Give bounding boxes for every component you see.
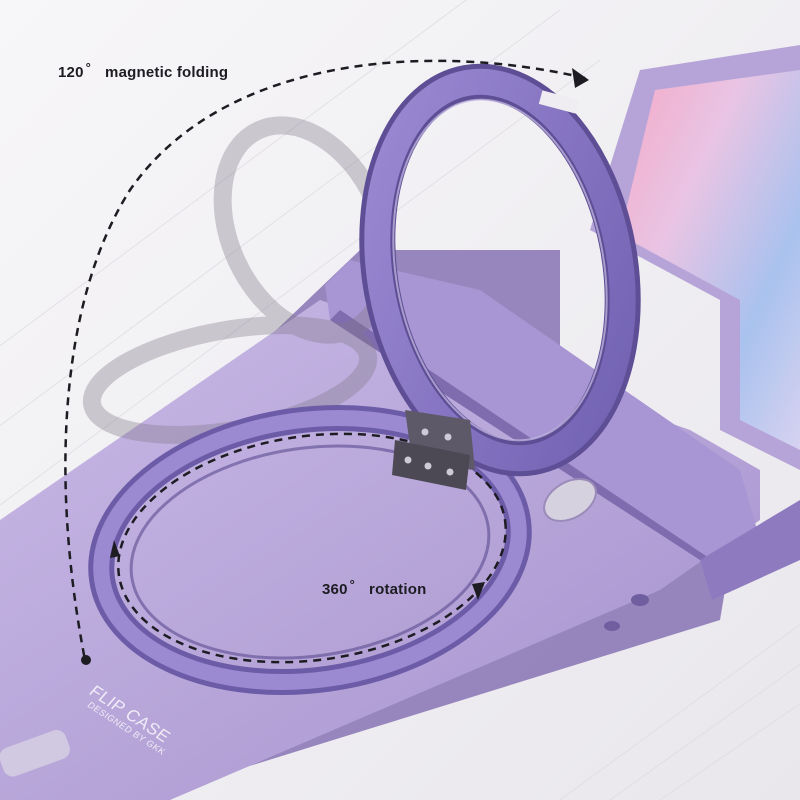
side-button: [604, 621, 620, 631]
ring-hinge: [392, 410, 475, 490]
arrow-head: [472, 582, 485, 600]
camera-cutout: [543, 478, 597, 522]
rotation-text: rotation: [369, 581, 427, 598]
arrow-head: [110, 540, 120, 558]
rotation-angle: 360: [322, 581, 348, 598]
charging-port: [0, 730, 70, 777]
folding-degree: °: [85, 60, 92, 75]
screen-panel: [620, 70, 800, 450]
rotation-arrow: [110, 432, 507, 664]
ring-gap: [538, 90, 580, 114]
folding-arrow: [64, 59, 589, 665]
standing-ring: [359, 63, 641, 477]
side-button: [631, 594, 649, 606]
rotation-label: 360° rotation: [322, 577, 427, 598]
folding-label: 120° magnetic folding: [58, 60, 229, 81]
base-ring: [88, 404, 532, 696]
folding-text: magnetic folding: [105, 64, 229, 81]
arrow-head: [572, 68, 589, 88]
rotation-degree: °: [349, 577, 356, 592]
folding-angle: 120: [58, 64, 84, 81]
arrow-start-dot: [81, 655, 91, 665]
